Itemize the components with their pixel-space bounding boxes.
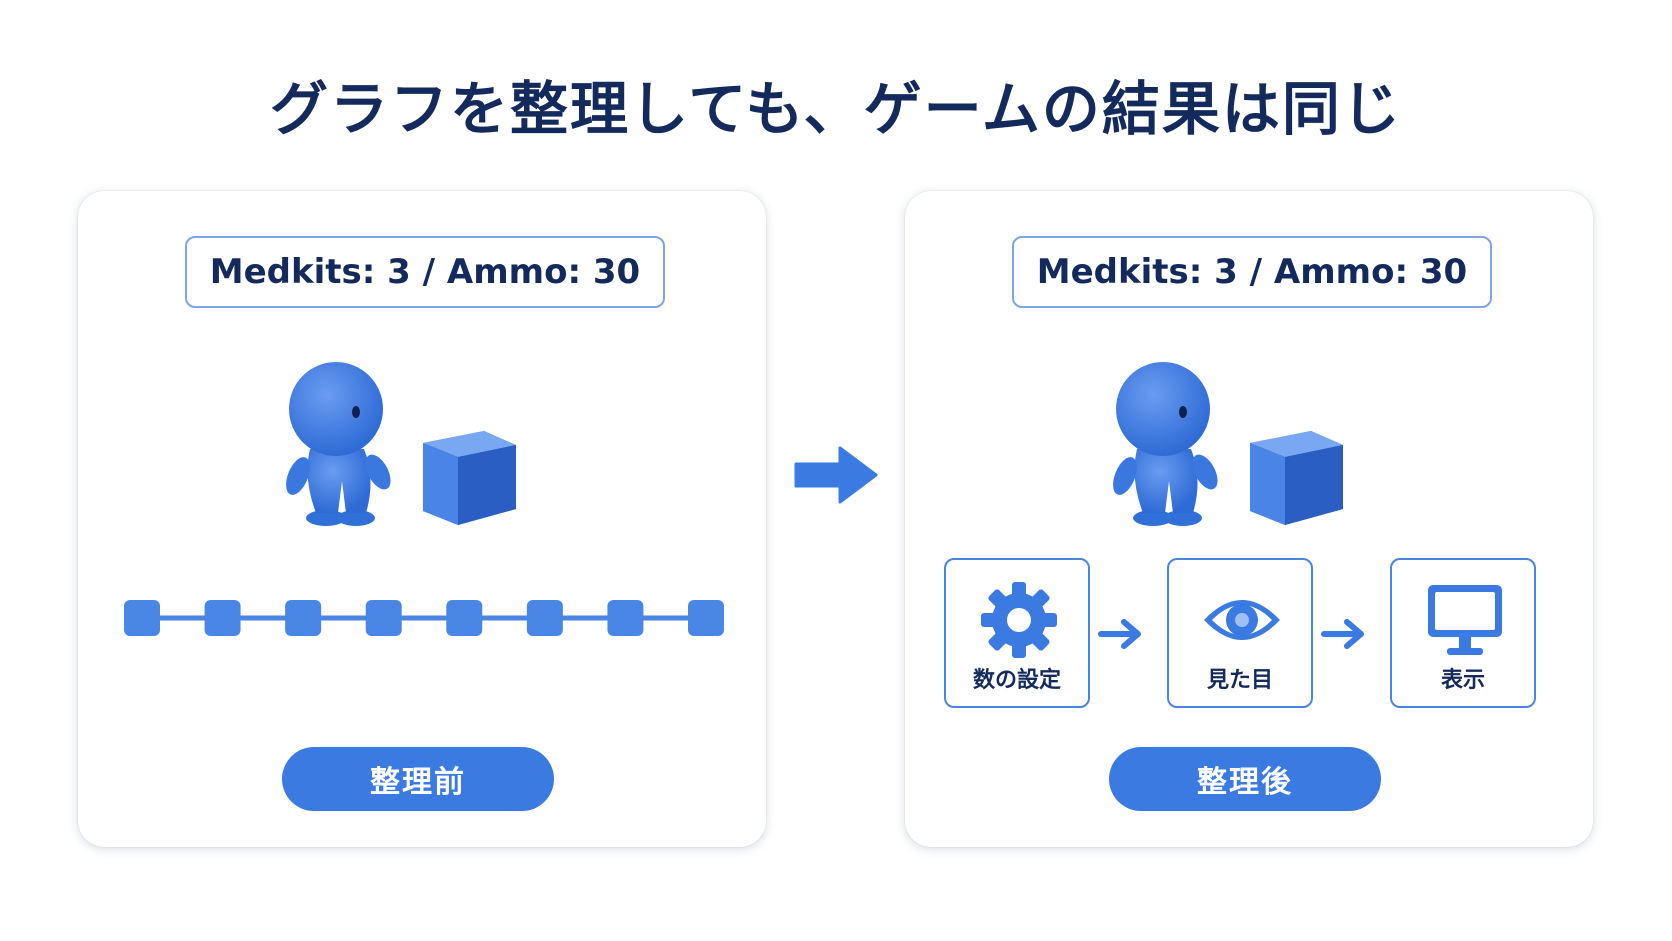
eye-icon <box>1204 600 1280 640</box>
step-label: 数の設定 <box>972 668 1061 693</box>
step-label: 表示 <box>1440 668 1485 693</box>
step-appearance: 見た目 <box>1167 558 1313 708</box>
arrow-right-icon <box>794 446 878 504</box>
step-settings: 数の設定 <box>944 558 1090 708</box>
after-label: 整理後 <box>1109 747 1381 811</box>
graph-node <box>688 600 724 636</box>
node-chain <box>124 600 724 636</box>
graph-node <box>124 600 160 636</box>
character-and-box-figure <box>1113 362 1343 526</box>
graph-node <box>365 600 402 636</box>
stats-box: Medkits: 3 / Ammo: 30 <box>1012 236 1492 308</box>
graph-node <box>446 600 483 636</box>
gear-icon <box>981 582 1057 658</box>
after-panel: Medkits: 3 / Ammo: 30 <box>905 191 1593 847</box>
character-icon <box>286 362 391 526</box>
step-display: 表示 <box>1390 558 1536 708</box>
stats-box: Medkits: 3 / Ammo: 30 <box>185 236 665 308</box>
arrow-right-icon <box>1321 619 1364 649</box>
before-label: 整理前 <box>282 747 554 811</box>
graph-node <box>285 600 322 636</box>
graph-node <box>204 600 241 636</box>
page-title: グラフを整理しても、ゲームの結果は同じ <box>270 75 1402 143</box>
character-and-box-figure <box>286 362 516 526</box>
before-panel: Medkits: 3 / Ammo: 30 整理前 <box>78 191 766 847</box>
box-icon <box>423 431 516 525</box>
graph-node <box>607 600 644 636</box>
box-icon <box>1250 431 1343 525</box>
character-icon <box>1113 362 1218 526</box>
graph-node <box>526 600 563 636</box>
monitor-icon <box>1428 585 1502 655</box>
arrow-right-icon <box>1098 619 1141 649</box>
step-label: 見た目 <box>1206 668 1273 693</box>
